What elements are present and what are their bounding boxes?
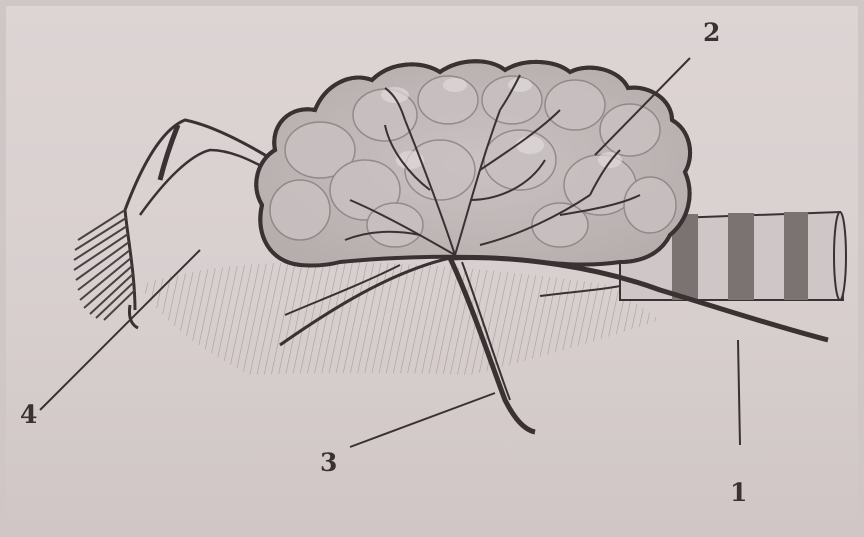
leader-line-3 <box>350 393 495 447</box>
label-2: 2 <box>703 18 720 47</box>
leader-line-4 <box>40 250 200 410</box>
connective-tissue-hatching <box>140 262 660 375</box>
label-1: 1 <box>730 478 747 507</box>
leader-line-1 <box>738 340 740 445</box>
lobed-gland <box>256 61 690 265</box>
label-3: 3 <box>320 448 337 477</box>
label-4: 4 <box>20 400 37 429</box>
